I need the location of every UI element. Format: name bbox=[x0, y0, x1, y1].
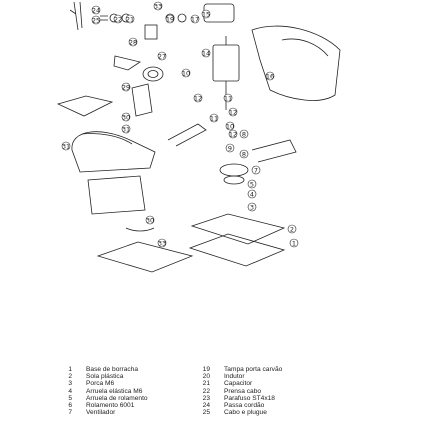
legend-item: 24 Passa cordão bbox=[196, 402, 282, 409]
svg-text:29: 29 bbox=[122, 83, 130, 91]
svg-text:31: 31 bbox=[62, 142, 70, 150]
legend-text: Sola plástica bbox=[86, 373, 124, 381]
legend-text: Passa cordão bbox=[224, 402, 265, 410]
power-cord bbox=[69, 1, 83, 31]
svg-text:5: 5 bbox=[250, 180, 254, 188]
svg-text:12: 12 bbox=[229, 108, 237, 116]
svg-text:33: 33 bbox=[158, 239, 166, 247]
svg-text:33: 33 bbox=[154, 2, 162, 10]
svg-text:19: 19 bbox=[166, 15, 174, 23]
callout-labels: 24 25 22 21 33 19 17 15 28 27 14 10 12 1… bbox=[62, 2, 296, 247]
legend-text: Rolamento 6001 bbox=[86, 402, 135, 410]
svg-text:8: 8 bbox=[242, 150, 246, 158]
svg-text:7: 7 bbox=[254, 166, 258, 174]
legend-text: Parafuso ST4x18 bbox=[224, 394, 275, 402]
legend-text: Tampa porta carvão bbox=[224, 366, 283, 373]
callout-markers bbox=[61, 1, 299, 248]
legend-number: 7 bbox=[68, 409, 72, 417]
legend-number: 25 bbox=[202, 409, 210, 417]
svg-text:27: 27 bbox=[158, 52, 166, 60]
svg-text:30: 30 bbox=[122, 113, 130, 121]
legend-text: Base de borracha bbox=[86, 366, 139, 373]
legend-number: 2 bbox=[68, 373, 72, 381]
legend-item: 1 Base de borracha bbox=[58, 366, 148, 373]
rubber-base bbox=[188, 233, 286, 267]
svg-text:21: 21 bbox=[126, 15, 134, 23]
svg-text:10: 10 bbox=[182, 69, 190, 77]
svg-text:24: 24 bbox=[92, 6, 100, 14]
legend-number: 1 bbox=[68, 366, 72, 373]
legend-item: 7 Ventilador bbox=[58, 409, 148, 416]
dust-clip bbox=[131, 83, 153, 117]
legend-number: 3 bbox=[68, 380, 72, 388]
exploded-view-diagram: 24 25 22 21 33 19 17 15 28 27 14 10 12 1… bbox=[56, 1, 341, 273]
dust-bag bbox=[56, 95, 114, 117]
svg-text:30: 30 bbox=[146, 216, 154, 224]
legend-item: 22 Prensa cabo bbox=[196, 388, 282, 395]
svg-text:15: 15 bbox=[202, 10, 210, 18]
legend-number: 5 bbox=[68, 394, 72, 402]
svg-text:16: 16 bbox=[266, 72, 274, 80]
svg-text:2: 2 bbox=[290, 225, 294, 233]
legend-text: Ventilador bbox=[86, 409, 116, 417]
legend-item: 25 Cabo e plugue bbox=[196, 409, 282, 416]
svg-text:12: 12 bbox=[229, 130, 237, 138]
base-housing bbox=[87, 175, 146, 215]
legend-number: 24 bbox=[202, 402, 210, 410]
sanding-pad bbox=[190, 213, 286, 245]
svg-text:9: 9 bbox=[228, 144, 232, 152]
sandpaper bbox=[96, 241, 194, 273]
legend-item: 21 Capacitor bbox=[196, 380, 282, 387]
svg-text:14: 14 bbox=[202, 49, 210, 57]
legend-item: 2 Sola plástica bbox=[58, 373, 148, 380]
legend-text: Arruela de rolamento bbox=[86, 394, 148, 402]
legend-number: 22 bbox=[202, 387, 210, 395]
upper-housing bbox=[251, 25, 341, 101]
svg-text:22: 22 bbox=[114, 15, 122, 23]
legend-number: 4 bbox=[68, 387, 72, 395]
svg-text:3: 3 bbox=[250, 203, 254, 211]
legend-text: Prensa cabo bbox=[224, 387, 262, 395]
legend-text: Capacitor bbox=[224, 380, 253, 388]
legend-text: Cabo e plugue bbox=[224, 409, 267, 417]
counterweight bbox=[219, 163, 249, 185]
legend-item: 5 Arruela de rolamento bbox=[58, 394, 148, 402]
svg-text:17: 17 bbox=[191, 15, 199, 23]
svg-text:25: 25 bbox=[92, 16, 100, 24]
paper-clamp bbox=[251, 139, 297, 163]
lever bbox=[167, 123, 207, 147]
sander-body bbox=[71, 131, 156, 173]
wire-spring bbox=[113, 55, 141, 71]
fan-assembly bbox=[142, 66, 164, 82]
legend-number: 6 bbox=[68, 402, 72, 410]
legend-item: 4 Arruela elástica M6 bbox=[58, 388, 148, 395]
legend-item: 20 Indutor bbox=[196, 373, 282, 380]
legend-item: 6 Rolamento 6001 bbox=[58, 402, 148, 409]
legend-text: Arruela elástica M6 bbox=[86, 387, 143, 395]
legend-text: Indutor bbox=[224, 373, 245, 381]
svg-text:12: 12 bbox=[194, 94, 202, 102]
legend-item: 23 Parafuso ST4x18 bbox=[196, 395, 282, 402]
parts-legend-left: 1 Base de borracha 2 Sola plástica 3 Porca M6… bbox=[58, 366, 148, 416]
svg-text:4: 4 bbox=[250, 190, 254, 198]
legend-text: Porca M6 bbox=[86, 380, 115, 388]
svg-text:28: 28 bbox=[129, 38, 137, 46]
svg-text:1: 1 bbox=[292, 239, 296, 247]
legend-number: 20 bbox=[202, 373, 210, 381]
svg-text:31: 31 bbox=[122, 125, 130, 133]
legend-number: 21 bbox=[202, 380, 210, 388]
spring-clip bbox=[125, 227, 155, 232]
legend-item: 3 Porca M6 bbox=[58, 380, 148, 387]
parts-legend-right: 19 Tampa porta carvão 20 Indutor 21 Capacitor… bbox=[196, 366, 283, 416]
legend-number: 19 bbox=[202, 366, 210, 373]
legend-item: 19 Tampa porta carvão bbox=[196, 366, 283, 373]
legend-number: 23 bbox=[202, 394, 210, 402]
svg-text:11: 11 bbox=[210, 114, 218, 122]
svg-text:11: 11 bbox=[224, 94, 232, 102]
svg-text:8: 8 bbox=[242, 130, 246, 138]
brush-holder bbox=[144, 24, 158, 40]
svg-text:10: 10 bbox=[226, 122, 234, 130]
